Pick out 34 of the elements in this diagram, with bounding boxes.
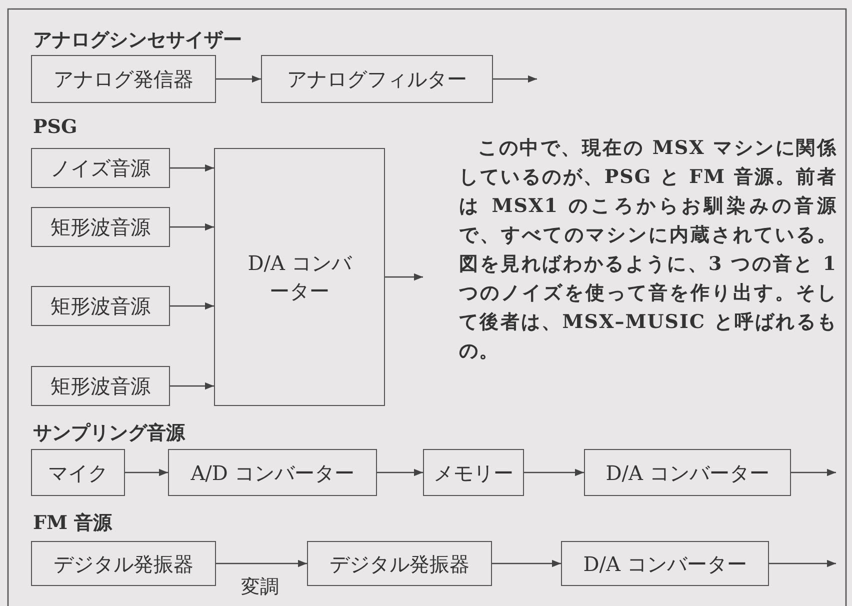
arrow — [170, 223, 214, 231]
arrow — [377, 468, 423, 476]
process-box: 矩形波音源 — [31, 366, 170, 406]
arrow — [492, 560, 561, 568]
process-box: 矩形波音源 — [31, 207, 170, 247]
process-box: D/A コンバーター — [561, 541, 769, 586]
arrow — [216, 560, 307, 568]
process-box: メモリー — [423, 449, 524, 496]
process-box: A/D コンバーター — [168, 449, 377, 496]
section-heading: FM 音源 — [33, 511, 112, 536]
arrow — [385, 273, 423, 281]
description-paragraph: この中で、現在の MSX マシンに関係しているのが、PSG と FM 音源。前者は MSX1 のころからお馴染みの音源で、すべてのマシンに内蔵されている。図を見ればわかるように、3 つの音と 1 つのノイズを使って音を作り出す。そして後者は、MSX–MUSIC と呼ばれるもの。 — [459, 136, 837, 364]
process-box: D/A コンバーター — [584, 449, 791, 496]
process-box: アナログ発信器 — [31, 55, 216, 103]
section-heading: サンプリング音源 — [33, 421, 185, 446]
arrow — [170, 382, 214, 390]
arrow — [493, 75, 537, 83]
process-box: 矩形波音源 — [31, 286, 170, 326]
arrow — [524, 468, 584, 476]
process-box: デジタル発振器 — [307, 541, 492, 586]
section-heading: アナログシンセサイザー — [33, 28, 242, 53]
arrow — [216, 75, 261, 83]
edge-label: 変調 — [241, 574, 279, 600]
arrow — [125, 468, 168, 476]
process-box: D/A コンバーター — [214, 148, 385, 406]
arrow — [170, 302, 214, 310]
process-box: アナログフィルター — [261, 55, 493, 103]
arrow — [170, 164, 214, 172]
arrow — [769, 560, 836, 568]
process-box: マイク — [31, 449, 125, 496]
process-box: ノイズ音源 — [31, 148, 170, 188]
arrow — [791, 468, 836, 476]
process-box: デジタル発振器 — [31, 541, 216, 586]
section-heading: PSG — [33, 116, 78, 138]
